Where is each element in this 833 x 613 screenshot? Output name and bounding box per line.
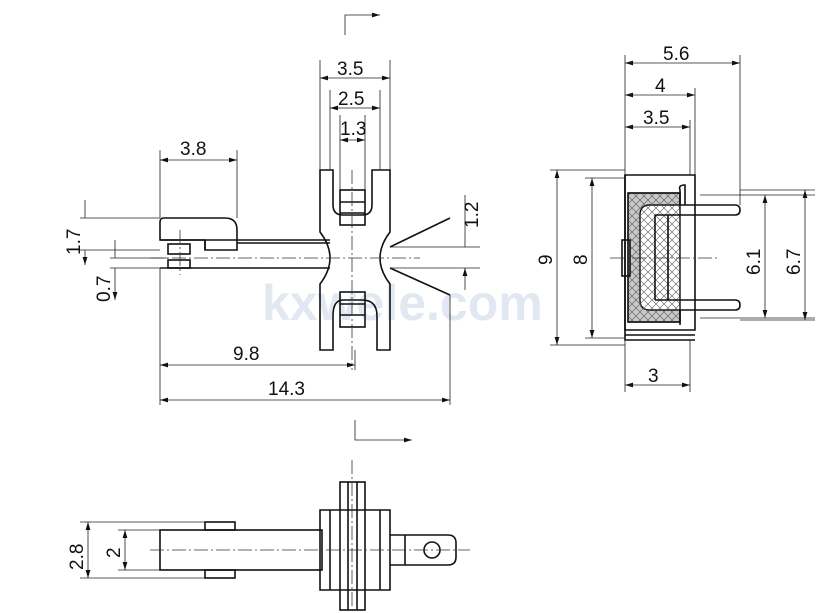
bottom-view xyxy=(150,460,470,613)
side-view xyxy=(610,174,741,341)
dim-2-5: 2.5 xyxy=(338,89,364,110)
dim-1-2: 1.2 xyxy=(462,202,483,228)
dim-3: 3 xyxy=(648,366,659,387)
dim-0-7: 0.7 xyxy=(94,276,115,302)
dim-3-8: 3.8 xyxy=(180,139,206,160)
dim-3-5: 3.5 xyxy=(337,59,363,80)
dim-9-8: 9.8 xyxy=(233,344,259,365)
side-view-dimensions: 5.6 4 3.5 3 9 8 6.1 6.7 xyxy=(536,44,815,392)
front-view-dimensions: 3.5 2.5 1.3 3.8 1.7 0.7 1.2 9.8 14.3 xyxy=(64,59,483,405)
dim-4: 4 xyxy=(655,76,666,97)
bottom-view-dimensions: 2.8 2 xyxy=(67,521,205,579)
dim-6-1: 6.1 xyxy=(744,249,765,275)
dim-3-5-side: 3.5 xyxy=(643,108,669,129)
dim-2-8: 2.8 xyxy=(67,544,88,570)
watermark: kxwele.com xyxy=(262,275,543,331)
dim-5-6: 5.6 xyxy=(663,44,689,65)
section-marker-top xyxy=(344,12,380,35)
dim-1-7: 1.7 xyxy=(64,229,85,255)
dim-9: 9 xyxy=(536,254,557,265)
dim-14-3: 14.3 xyxy=(268,379,305,400)
dim-8: 8 xyxy=(571,254,592,265)
front-view xyxy=(150,169,451,370)
dim-2: 2 xyxy=(104,547,125,558)
section-marker-bottom xyxy=(354,420,412,443)
dim-6-7: 6.7 xyxy=(784,249,805,275)
dim-1-3: 1.3 xyxy=(340,119,366,140)
